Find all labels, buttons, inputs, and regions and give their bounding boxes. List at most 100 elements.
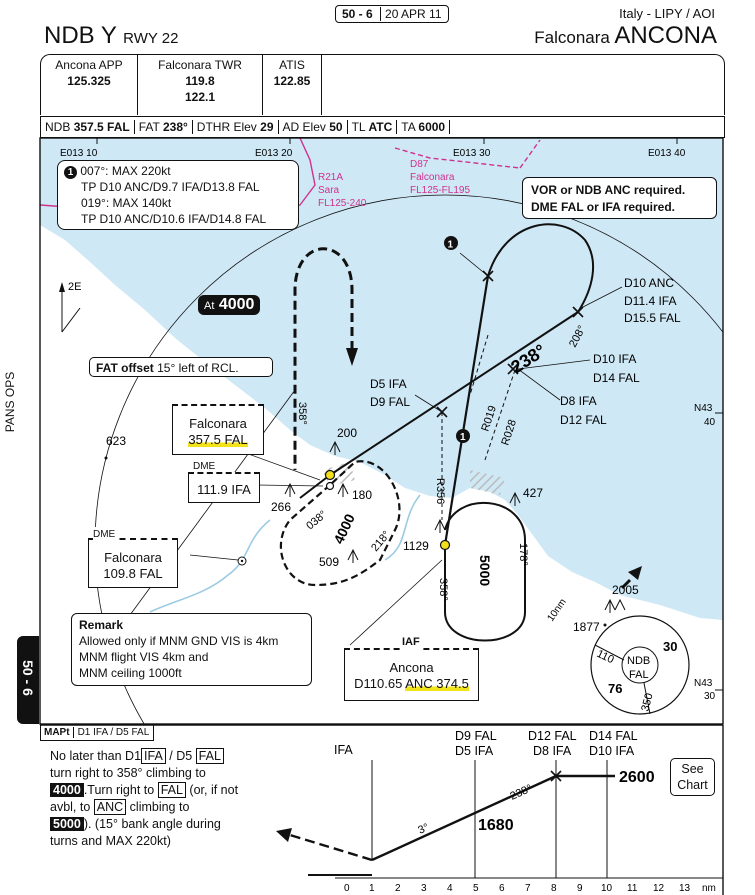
svg-text:623: 623: [106, 434, 126, 448]
svg-text:Sara: Sara: [318, 185, 340, 196]
svg-text:N43: N43: [694, 678, 713, 689]
svg-text:D9 FAL: D9 FAL: [455, 729, 497, 743]
svg-text:350: 350: [639, 692, 655, 713]
svg-text:E013 10: E013 10: [60, 148, 98, 159]
svg-text:12: 12: [653, 883, 665, 894]
procedure-name: NDB Y: [44, 22, 117, 49]
page-number: 50 - 6: [342, 7, 373, 21]
airport-title: Falconara ANCONA: [534, 22, 717, 50]
runway-extension: [299, 474, 331, 499]
svg-text:E013 40: E013 40: [648, 148, 686, 159]
comm-app: Ancona APP 125.325: [41, 55, 138, 115]
svg-text:E013 30: E013 30: [453, 148, 491, 159]
svg-text:D11.4 IFA: D11.4 IFA: [624, 294, 676, 308]
ndb-fal-info: Falconara 357.5 FAL: [172, 404, 264, 455]
country-line: Italy - LIPY / AOI: [619, 6, 715, 21]
comm-box: Ancona APP 125.325 Falconara TWR 119.8 1…: [40, 54, 725, 115]
river: [384, 494, 421, 561]
svg-text:D5 IFA: D5 IFA: [370, 377, 407, 391]
svg-text:3: 3: [421, 883, 427, 894]
svg-text:D87: D87: [410, 159, 429, 170]
svg-text:9: 9: [577, 883, 583, 894]
svg-text:13: 13: [679, 883, 691, 894]
grid-labels: E013 10 E013 20 E013 30 E013 40 N43 40 N…: [60, 148, 716, 702]
radial-r019: [469, 334, 489, 396]
procedure-turn: [487, 223, 595, 313]
svg-text:R356: R356: [434, 478, 446, 504]
svg-text:358°: 358°: [296, 402, 308, 425]
radial-r028: [484, 369, 516, 461]
svg-text:1877: 1877: [573, 620, 600, 634]
svg-text:1129: 1129: [403, 539, 429, 553]
distance-scale: 0 1 2 3 4 5 6 7 8 9 10 11 12 13 nm: [344, 883, 716, 894]
altitude-1680: 1680: [478, 817, 514, 834]
svg-text:40: 40: [704, 417, 716, 428]
svg-text:0: 0: [344, 883, 350, 894]
procedure-title: NDB Y RWY 22: [44, 22, 178, 50]
svg-text:D10 ANC: D10 ANC: [624, 276, 674, 290]
restriction-box: 1 007°: MAX 220kt TP D10 ANC/D9.7 IFA/D1…: [57, 160, 299, 230]
svg-text:509: 509: [319, 555, 339, 569]
dme-ifa-info: DME 111.9 IFA: [188, 461, 260, 503]
svg-text:7: 7: [525, 883, 531, 894]
svg-text:D9 FAL: D9 FAL: [370, 395, 410, 409]
page-number-box: 50 - 6 20 APR 11: [335, 5, 449, 23]
svg-text:R21A: R21A: [318, 172, 343, 183]
svg-text:FAL: FAL: [629, 669, 649, 681]
airport-name: ANCONA: [614, 22, 717, 49]
remark-box: Remark Allowed only if MNM GND VIS is 4k…: [71, 613, 312, 686]
airspace-labels: R21A Sara FL125-240 D87 Falconara FL125-…: [318, 159, 470, 209]
svg-text:6: 6: [499, 883, 505, 894]
svg-text:N43: N43: [694, 403, 713, 414]
arrow: [628, 566, 642, 580]
iaf-holding-pattern: [444, 501, 526, 642]
final-approach-course: [329, 311, 579, 476]
waypoint-1-icon: [456, 429, 470, 443]
fix-labels: D10 ANC D11.4 IFA D15.5 FAL D10 IFA D14 …: [370, 276, 681, 427]
svg-text:5: 5: [473, 883, 479, 894]
see-chart-box: See Chart: [670, 758, 715, 796]
svg-text:4: 4: [447, 883, 453, 894]
city-name: Falconara: [534, 28, 610, 47]
svg-text:D14 FAL: D14 FAL: [589, 729, 638, 743]
svg-text:30: 30: [704, 691, 716, 702]
svg-text:427: 427: [523, 486, 543, 500]
arrow: [346, 348, 358, 366]
svg-text:2005: 2005: [612, 583, 639, 597]
river: [149, 519, 271, 613]
msa-labels: NDB FAL 30 76 110 350: [595, 639, 678, 713]
airspace-d87: [394, 139, 541, 169]
svg-text:Falconara: Falconara: [410, 172, 455, 183]
glide-angle: 3°: [416, 821, 431, 836]
svg-text:D10 IFA: D10 IFA: [593, 352, 636, 366]
svg-text:IFA: IFA: [334, 743, 353, 757]
svg-text:358°: 358°: [437, 578, 449, 601]
dme-ifa-station: [325, 481, 335, 491]
svg-text:1: 1: [448, 240, 454, 251]
sea-area: [40, 138, 723, 620]
svg-text:1: 1: [460, 432, 466, 443]
svg-text:5000: 5000: [477, 555, 493, 586]
svg-text:D10 IFA: D10 IFA: [589, 744, 635, 758]
iaf-outbound-track: [443, 275, 490, 546]
svg-text:8: 8: [551, 883, 557, 894]
svg-text:180: 180: [352, 488, 372, 502]
map-border: [39, 137, 724, 725]
svg-text:76: 76: [608, 681, 622, 696]
chart-date: 20 APR 11: [380, 7, 442, 21]
missed-holding-pattern: [293, 247, 354, 470]
obstacle-icons: [284, 440, 626, 613]
svg-text:E013 20: E013 20: [255, 148, 293, 159]
svg-text:200: 200: [337, 426, 357, 440]
svg-text:NDB: NDB: [627, 655, 650, 667]
svg-text:D8 IFA: D8 IFA: [533, 744, 572, 758]
svg-text:30: 30: [663, 639, 677, 654]
svg-text:266: 266: [271, 500, 291, 514]
svg-text:D12 FAL: D12 FAL: [528, 729, 577, 743]
svg-text:178°: 178°: [517, 543, 529, 566]
comm-twr: Falconara TWR 119.8 122.1: [138, 55, 263, 115]
restriction-number: 1: [64, 166, 77, 179]
fat-offset-box: FAT offset 15° left of RCL.: [89, 357, 273, 377]
arrow: [276, 828, 292, 842]
